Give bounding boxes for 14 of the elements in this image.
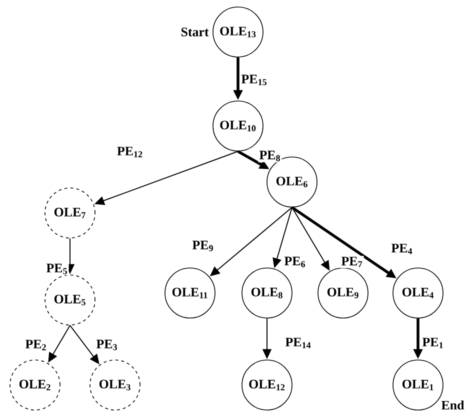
edge-label: PE$_{3}$ bbox=[95, 338, 119, 352]
node-caption: End bbox=[441, 400, 464, 410]
edge-label: PE$_{6}$ bbox=[283, 256, 307, 268]
edge-label: PE$_{5}$ bbox=[45, 262, 69, 276]
edge-label: PE$_{15}$ bbox=[240, 74, 268, 86]
edge-label: PE$_{9}$ bbox=[191, 240, 215, 252]
edge-label: PE$_{1}$ bbox=[421, 336, 445, 350]
edge-label: PE$_{12}$ bbox=[116, 146, 144, 158]
edge-label: PE$_{14}$ bbox=[284, 336, 312, 350]
edge-label: PE$_{2}$ bbox=[24, 338, 48, 352]
node-caption: Start bbox=[181, 28, 209, 36]
edge-label: PE$_{7}$ bbox=[340, 256, 364, 268]
edge-label: PE$_{4}$ bbox=[390, 242, 414, 256]
edge-label: PE$_{8}$ bbox=[258, 150, 282, 162]
